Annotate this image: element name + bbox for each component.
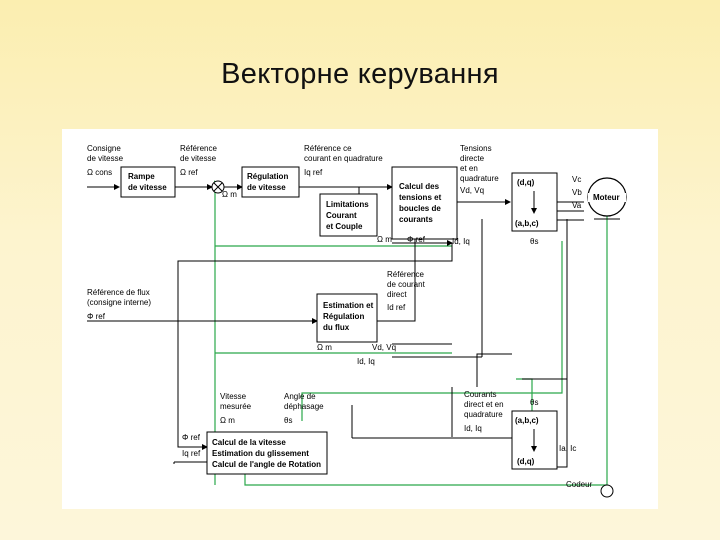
- signal-lines: [87, 184, 584, 468]
- label-omega-m-3: Ω m: [317, 343, 332, 352]
- block-calcul-tensions-line4: courants: [399, 215, 433, 224]
- slide-title: Векторне керування: [221, 58, 499, 90]
- label-iq-ref-2: Iq ref: [182, 449, 201, 458]
- label-courants-3: quadrature: [464, 410, 503, 419]
- block-estimation-flux: Estimation et Régulation du flux: [316, 293, 378, 343]
- block-regulation-line1: Régulation: [247, 172, 288, 181]
- block-limitations-line2: Courant: [326, 211, 357, 220]
- block-calcul-vitesse: Calcul de la vitesse Estimation du gliss…: [206, 431, 328, 475]
- label-phi-ref-1: Φ ref: [407, 235, 426, 244]
- label-ref-vitesse-3: Ω ref: [180, 168, 198, 177]
- block-rampe-line2: de vitesse: [128, 183, 167, 192]
- label-id-iq-1: Id, Iq: [452, 237, 470, 246]
- label-ref-vitesse-1: Référence: [180, 144, 217, 153]
- label-ref-flux-2: (consigne interne): [87, 298, 151, 307]
- block-limitations: Limitations Courant et Couple: [319, 193, 378, 237]
- motor-label: Moteur: [593, 193, 620, 202]
- block-dq-abc-top-line2: (a,b,c): [515, 219, 539, 228]
- block-limitations-line1: Limitations: [326, 200, 369, 209]
- label-phase-va: Va: [572, 201, 582, 210]
- block-rampe-line1: Rampe: [128, 172, 155, 181]
- label-ref-courant-d-3: direct: [387, 290, 407, 299]
- label-theta-s-2: θs: [530, 398, 538, 407]
- label-consigne-3: Ω cons: [87, 168, 112, 177]
- block-calcul-vitesse-line2: Estimation du glissement: [212, 449, 309, 458]
- label-ref-courant-q-2: courant en quadrature: [304, 154, 383, 163]
- label-courants-4: Id, Iq: [464, 424, 482, 433]
- block-abc-dq-bottom: (a,b,c) (d,q): [511, 410, 558, 470]
- block-calcul-tensions: Calcul des tensions et boucles de couran…: [391, 166, 458, 240]
- label-tensions-1: Tensions: [460, 144, 492, 153]
- block-calcul-tensions-line3: boucles de: [399, 204, 441, 213]
- label-ref-courant-q-3: Iq ref: [304, 168, 323, 177]
- label-id-iq-2: Id, Iq: [357, 357, 375, 366]
- codeur-label: Codeur: [566, 480, 593, 489]
- label-theta-s-1: θs: [530, 237, 538, 246]
- label-phi-ref-2: Φ ref: [182, 433, 201, 442]
- block-estimation-flux-line3: du flux: [323, 323, 350, 332]
- label-angle-dephasage-1: Angle de: [284, 392, 316, 401]
- label-ref-courant-d-4: Id ref: [387, 303, 406, 312]
- label-ref-courant-d-2: de courant: [387, 280, 426, 289]
- block-abc-dq-bottom-line2: (d,q): [517, 457, 535, 466]
- block-estimation-flux-line2: Régulation: [323, 312, 364, 321]
- label-vd-vq: Vd, Vq: [372, 343, 396, 352]
- label-ia-ic: Ia, Ic: [559, 444, 576, 453]
- block-regulation-line2: de vitesse: [247, 183, 286, 192]
- label-consigne-1: Consigne: [87, 144, 121, 153]
- label-ref-flux-3: Φ ref: [87, 312, 106, 321]
- block-estimation-flux-line1: Estimation et: [323, 301, 374, 310]
- motor: Moteur: [587, 177, 627, 220]
- block-calcul-vitesse-line3: Calcul de l'angle de Rotation: [212, 460, 321, 469]
- label-vitesse-mesuree-3: Ω m: [220, 416, 235, 425]
- block-rampe: Rampe de vitesse: [120, 166, 176, 198]
- label-tensions-5: Vd, Vq: [460, 186, 484, 195]
- label-courants-2: direct et en: [464, 400, 504, 409]
- label-omega-m-1: Ω m: [222, 190, 237, 199]
- label-phase-vb: Vb: [572, 188, 582, 197]
- codeur: Codeur: [566, 480, 614, 498]
- label-tensions-4: quadrature: [460, 174, 499, 183]
- block-calcul-tensions-line2: tensions et: [399, 193, 442, 202]
- label-vitesse-mesuree-2: mesurée: [220, 402, 252, 411]
- label-angle-dephasage-2: déphasage: [284, 402, 324, 411]
- block-regulation: Régulation de vitesse: [241, 166, 300, 198]
- label-consigne-2: de vitesse: [87, 154, 124, 163]
- block-dq-abc-top: (d,q) (a,b,c): [511, 172, 558, 232]
- block-calcul-tensions-line1: Calcul des: [399, 182, 440, 191]
- summing-junction: [211, 180, 225, 194]
- block-calcul-vitesse-line1: Calcul de la vitesse: [212, 438, 286, 447]
- block-diagram: Rampe de vitesse Régulation de vitesse L…: [62, 129, 658, 509]
- label-tensions-3: et en: [460, 164, 478, 173]
- label-ref-courant-q-1: Référence ce: [304, 144, 352, 153]
- label-angle-dephasage-3: θs: [284, 416, 292, 425]
- label-phase-vc: Vc: [572, 175, 581, 184]
- label-ref-courant-d-1: Référence: [387, 270, 424, 279]
- label-tensions-2: directe: [460, 154, 485, 163]
- block-abc-dq-bottom-line1: (a,b,c): [515, 416, 539, 425]
- label-omega-m-2: Ω m: [377, 235, 392, 244]
- label-ref-flux-1: Référence de flux: [87, 288, 150, 297]
- label-ref-vitesse-2: de vitesse: [180, 154, 217, 163]
- block-limitations-line3: et Couple: [326, 222, 363, 231]
- block-dq-abc-top-line1: (d,q): [517, 178, 535, 187]
- label-courants-1: Courants: [464, 390, 496, 399]
- label-vitesse-mesuree-1: Vitesse: [220, 392, 247, 401]
- labels: Consigne de vitesse Ω cons Référence de …: [87, 144, 582, 458]
